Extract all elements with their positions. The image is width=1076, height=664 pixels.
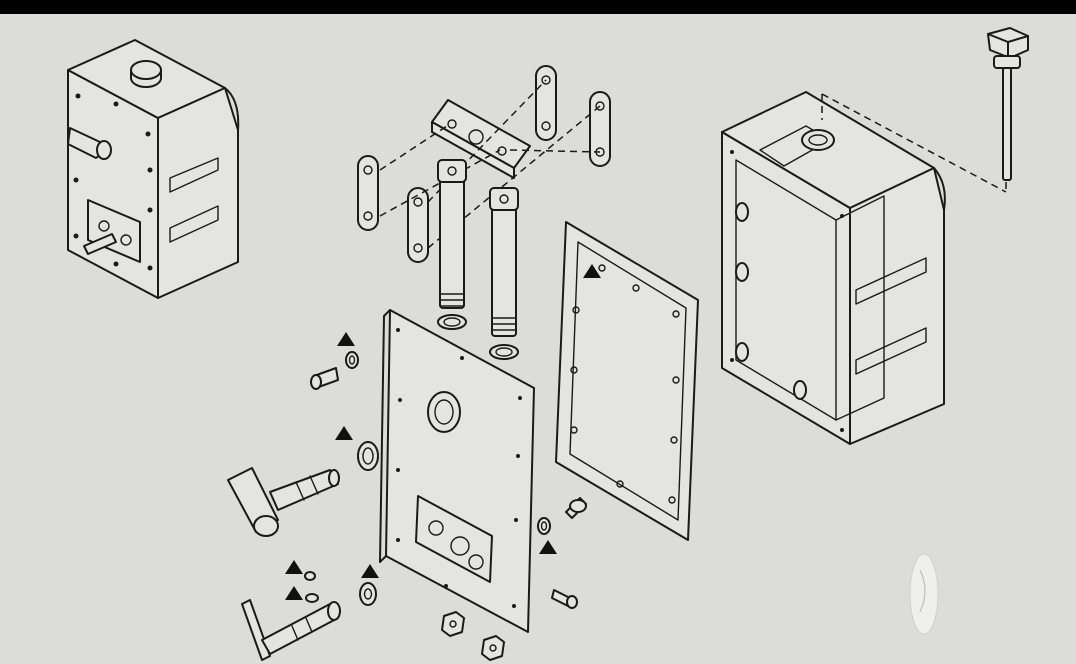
triangle-marker-1 — [337, 332, 355, 346]
chain-link-1 — [535, 65, 557, 141]
chain-link-3 — [357, 155, 379, 231]
shaft-right — [489, 187, 519, 360]
seal-ring — [357, 441, 379, 471]
input-shaft — [67, 127, 112, 160]
wear-part-markers — [285, 264, 601, 600]
front-screws — [73, 93, 153, 271]
scan-artifact — [909, 553, 939, 635]
bolt-right — [565, 497, 587, 519]
gasket — [555, 221, 699, 541]
linkage-assembly — [357, 65, 611, 263]
nut-2 — [481, 635, 505, 661]
front-plate — [83, 199, 141, 263]
triangle-marker-2 — [335, 426, 353, 440]
triangle-marker-4 — [539, 540, 557, 554]
bearing-plate — [415, 495, 493, 583]
shaft-left — [437, 159, 467, 330]
housing-bosses — [735, 202, 807, 400]
dipstick — [821, 27, 1029, 193]
triangle-marker-7 — [361, 564, 379, 578]
gearbox-housing — [721, 91, 946, 445]
small-parts — [227, 351, 379, 661]
cover-plate — [379, 309, 535, 633]
bolt-upper — [310, 367, 339, 390]
assembled-gearbox — [67, 39, 240, 299]
sprocket-shafts — [437, 159, 519, 360]
chain-link-4 — [407, 187, 429, 263]
plate-fasteners — [441, 497, 587, 661]
washer-upper — [345, 351, 359, 369]
triangle-marker-3 — [583, 264, 601, 278]
nut-1 — [441, 611, 465, 637]
crank-handle — [241, 599, 341, 661]
triangle-marker-5 — [285, 560, 303, 574]
drive-shaft — [227, 467, 340, 537]
link-bar — [431, 99, 531, 179]
triangle-marker-6 — [285, 586, 303, 600]
housing-slots — [855, 257, 927, 375]
screw-lower — [551, 589, 578, 609]
chain-link-2 — [589, 91, 611, 167]
small-washers — [304, 571, 377, 606]
side-slots — [169, 157, 219, 243]
